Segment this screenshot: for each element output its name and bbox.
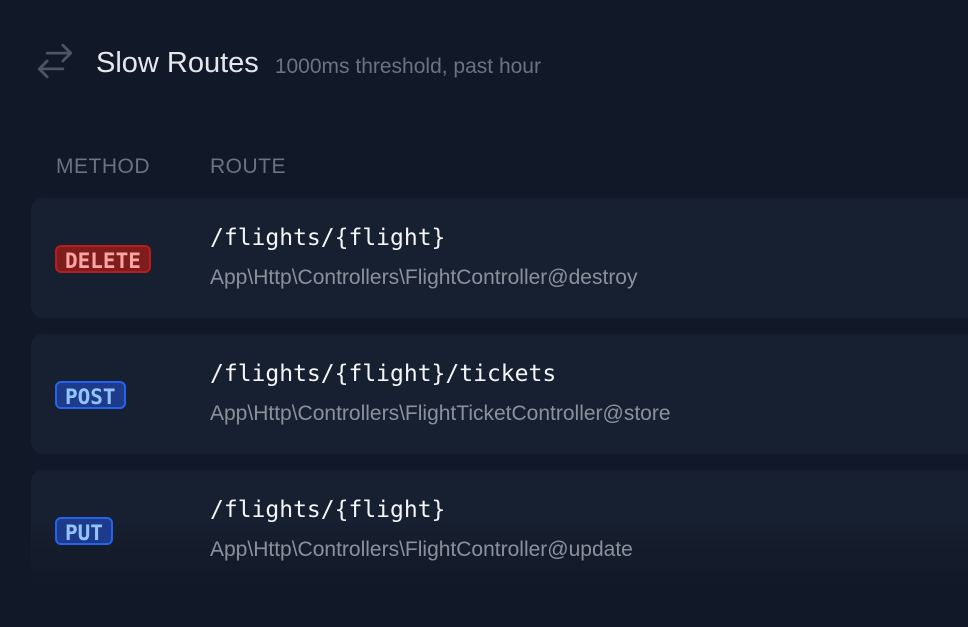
route-path: /flights/{flight} [210, 497, 446, 523]
method-badge: DELETE [55, 245, 151, 273]
page-title: Slow Routes [96, 47, 259, 79]
route-action: App\Http\Controllers\FlightController@de… [210, 266, 638, 289]
method-badge: POST [55, 381, 126, 409]
page-subtitle: 1000ms threshold, past hour [274, 54, 541, 78]
table-row[interactable]: POST /flights/{flight}/tickets App\Http\… [31, 334, 968, 454]
method-badge: PUT [55, 517, 113, 545]
route-path: /flights/{flight} [210, 225, 446, 251]
card-header: Slow Routes 1000ms threshold, past hour [34, 40, 541, 87]
arrows-right-left-icon [34, 40, 76, 87]
column-header-route: ROUTE [210, 155, 286, 178]
route-path: /flights/{flight}/tickets [210, 361, 557, 387]
table-row[interactable]: DELETE /flights/{flight} App\Http\Contro… [31, 198, 968, 318]
route-action: App\Http\Controllers\FlightController@up… [210, 538, 633, 561]
table-row[interactable]: PUT /flights/{flight} App\Http\Controlle… [31, 470, 968, 590]
column-header-method: METHOD [56, 155, 150, 178]
route-action: App\Http\Controllers\FlightTicketControl… [210, 402, 671, 425]
